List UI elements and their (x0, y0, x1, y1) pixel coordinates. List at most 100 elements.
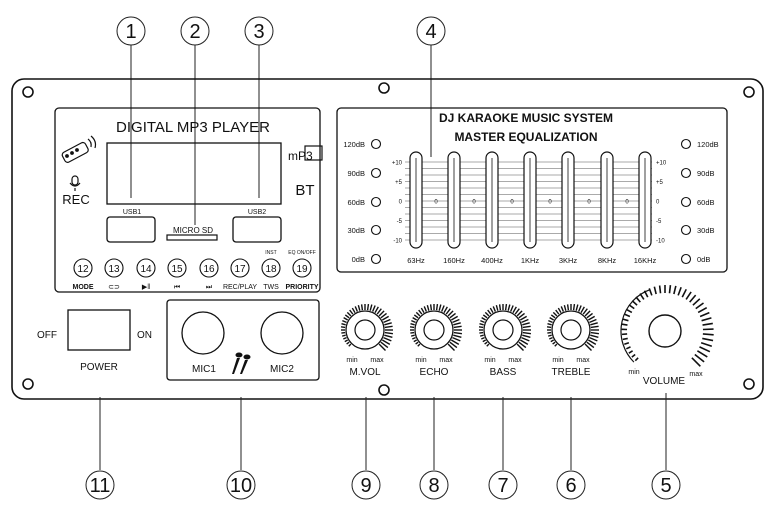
knob-body[interactable] (483, 310, 523, 350)
eq-right-level-label: 30dB (697, 226, 715, 235)
knob-dial-tick (514, 308, 520, 315)
knob-min-label: min (346, 357, 357, 364)
mp3-button-16[interactable] (199, 258, 219, 278)
volume-dial-tick (658, 285, 662, 294)
mp3-button-12[interactable] (73, 258, 93, 278)
micro-sd-slot[interactable] (166, 234, 218, 241)
knob-dial-tick (578, 305, 582, 312)
knob-dial-tick (342, 319, 347, 323)
knob-name-label: M.VOL (349, 367, 381, 378)
knob-dial-tick (590, 334, 599, 339)
mp3-button-number: 17 (234, 264, 246, 275)
volume-dial-tick (692, 298, 701, 306)
eq-scale-right: -5 (656, 219, 662, 225)
callout-6: 6 (565, 475, 576, 497)
mp3-title: DIGITAL MP3 PLAYER (116, 119, 270, 136)
knob-dial-tick (418, 309, 423, 315)
mounting-screws (22, 82, 755, 396)
volume-dial-tick (685, 291, 692, 300)
knob-dial-tick (489, 307, 494, 314)
mp3-button-label: ⏭ (206, 284, 213, 291)
knob-cap[interactable] (560, 319, 582, 341)
mic2-jack[interactable] (260, 311, 304, 355)
knob-dial-tick (590, 322, 598, 326)
knob-dial-tick (357, 305, 361, 311)
eq-title-1: DJ KARAOKE MUSIC SYSTEM (439, 111, 613, 125)
eq-scale-left: +10 (392, 161, 403, 167)
knob-body[interactable] (414, 310, 454, 350)
knob-max-label: max (576, 357, 590, 364)
knob-dial-tick (374, 306, 379, 314)
knob-dial-tick (484, 341, 488, 345)
mp3-button-number: 15 (171, 264, 183, 275)
knob-dial-tick (518, 341, 527, 349)
knob-dial-tick (498, 304, 502, 311)
usb1-port[interactable] (106, 216, 156, 243)
knob-dial-tick (429, 304, 433, 311)
mp3-button-17[interactable] (230, 258, 250, 278)
mp3-button-14[interactable] (136, 258, 156, 278)
eq-module (336, 107, 728, 273)
knob-dial-tick (453, 325, 462, 329)
volume-dial-tick (628, 304, 635, 310)
mp3-button-label: REC/PLAY (223, 284, 257, 291)
callout-7: 7 (497, 475, 508, 497)
eq-center-mark: 0 (472, 200, 476, 206)
mic2-label: MIC2 (270, 364, 294, 375)
power-off-label: OFF (37, 330, 57, 341)
volume-knob[interactable] (648, 314, 682, 348)
knob-cap[interactable] (423, 319, 445, 341)
eq-right-level-led (680, 196, 692, 208)
volume-dial-tick (634, 357, 639, 362)
eq-left-level-led (370, 138, 382, 150)
knob-dial-tick (410, 334, 415, 337)
knob-dial-tick (480, 319, 485, 323)
volume-dial-tick (694, 353, 705, 363)
eq-left-level-led (370, 196, 382, 208)
knob-dial-tick (412, 317, 418, 321)
knob-dial-tick (550, 314, 556, 319)
callout-9-circle (351, 470, 381, 500)
eq-left-level-label: 30dB (347, 226, 365, 235)
knob-dial-tick (560, 306, 564, 312)
knob-cap[interactable] (492, 319, 514, 341)
mp3-button-13[interactable] (104, 258, 124, 278)
volume-dial-ticks (620, 285, 714, 367)
eq-center-mark: 0 (548, 200, 552, 206)
usb2-port[interactable] (232, 216, 282, 243)
knob-dial-tick (341, 334, 346, 337)
knob-dial-tick (384, 334, 393, 339)
knob-body[interactable] (345, 310, 385, 350)
knob-dial-tick (435, 303, 439, 311)
mic1-label: MIC1 (192, 364, 216, 375)
bt-label: BT (295, 182, 314, 199)
knob-dial-tick (449, 341, 458, 349)
knob-dial-tick (504, 303, 508, 311)
knob-body[interactable] (551, 310, 591, 350)
knob-dial-tick (554, 343, 558, 347)
knob-dial-tick (587, 339, 597, 345)
callout-7-circle (488, 470, 518, 500)
callout-8-circle (419, 470, 449, 500)
volume-dial-tick (653, 286, 657, 295)
volume-dial-tick (701, 317, 712, 322)
knob-dial-tick (409, 326, 415, 329)
callout-10: 10 (230, 475, 252, 497)
knob-dial-tick (369, 304, 373, 311)
knob-dial-tick (384, 331, 394, 335)
knob-cap[interactable] (354, 319, 376, 341)
knob-dial-tick (378, 310, 385, 317)
mp3-button-15[interactable] (167, 258, 187, 278)
power-switch[interactable] (67, 309, 131, 351)
eq-right-level-label: 60dB (697, 198, 715, 207)
mp3-button-18[interactable] (261, 258, 281, 278)
mp3-button-19[interactable] (292, 258, 312, 278)
mic1-jack[interactable] (181, 311, 225, 355)
eq-left-level-led (370, 224, 382, 236)
volume-dial-tick (699, 346, 711, 353)
